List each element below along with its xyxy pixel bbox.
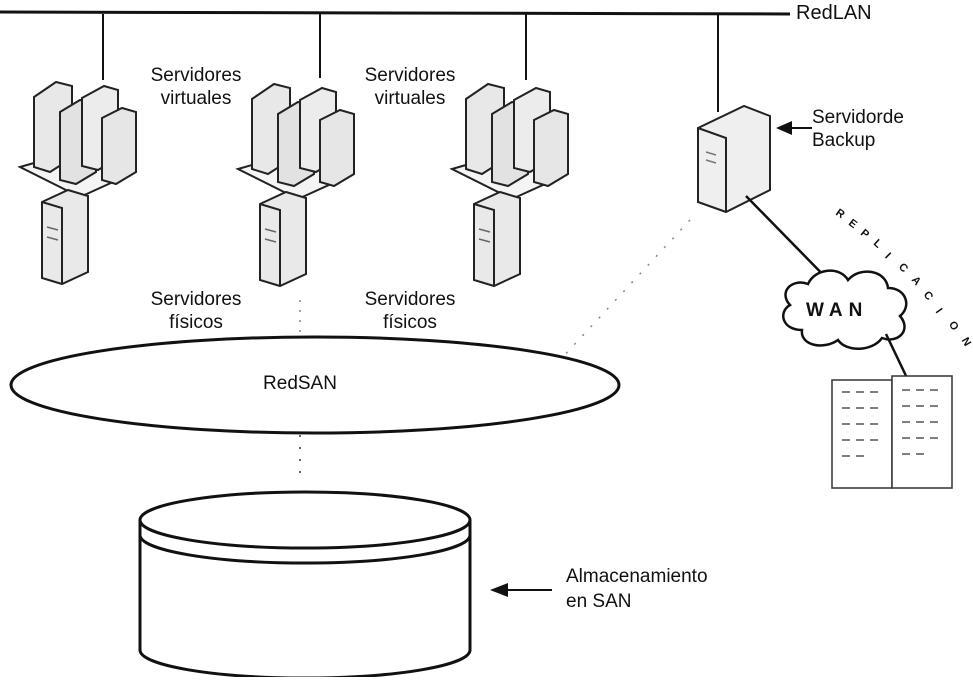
wan-remote-link — [884, 333, 910, 381]
physical-servers-label-1a: Servidores — [150, 289, 242, 310]
virtual-servers-label-1a: Servidores — [150, 65, 242, 86]
server-group-1 — [19, 81, 137, 285]
san-label: RedSAN — [263, 373, 337, 394]
storage-label-2: en SAN — [566, 591, 632, 612]
backup-server — [697, 104, 771, 214]
virtual-servers-label-2b: virtuales — [374, 88, 446, 109]
remote-site-buildings — [831, 375, 953, 489]
wan-label: WAN — [806, 300, 869, 321]
server-group-3 — [451, 83, 569, 287]
wan-cloud — [782, 269, 908, 350]
virtual-servers-label-1b: virtuales — [160, 88, 232, 109]
physical-servers-label-2b: físicos — [383, 312, 437, 333]
storage-label-1: Almacenamiento — [566, 566, 708, 587]
backup-label-1: Servidorde — [812, 107, 904, 128]
physical-servers-label-2a: Servidores — [364, 289, 456, 310]
san-storage-cylinder — [138, 490, 472, 680]
virtual-servers-label-2a: Servidores — [364, 65, 456, 86]
dashed-link — [559, 219, 691, 361]
san-network-ellipse — [9, 335, 621, 435]
server-group-2 — [237, 83, 355, 287]
backup-label-2: Backup — [812, 130, 876, 151]
lan-bus-line — [0, 10, 791, 16]
physical-servers-label-1b: físicos — [169, 312, 223, 333]
lan-label: RedLAN — [796, 2, 872, 24]
